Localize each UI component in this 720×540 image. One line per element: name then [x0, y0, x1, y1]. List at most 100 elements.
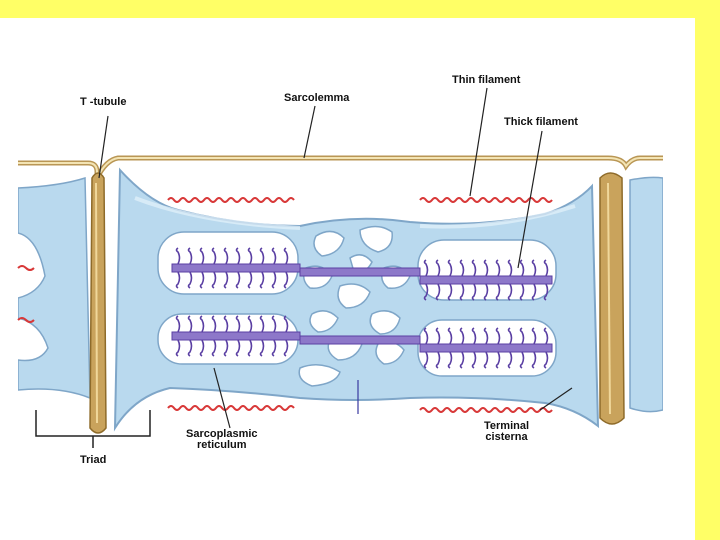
myosin-head	[447, 327, 453, 345]
myosin-head	[471, 327, 477, 345]
myosin-head	[459, 259, 465, 277]
myosin-head	[235, 315, 241, 333]
myosin-head	[459, 327, 465, 345]
myosin-head	[247, 271, 253, 289]
myosin-head	[423, 283, 429, 301]
thin-filament-strand	[167, 405, 295, 411]
myosin-head	[471, 351, 477, 369]
myosin-head	[495, 351, 501, 369]
myosin-head	[507, 327, 513, 345]
myosin-head	[223, 339, 229, 357]
myosin-head	[543, 351, 549, 369]
myosin-head	[199, 315, 205, 333]
myosin-head	[259, 271, 265, 289]
myosin-head	[531, 283, 537, 301]
myosin-head	[283, 271, 289, 289]
thick-filament-bars-center	[299, 267, 421, 345]
label-sarcoplasmic-reticulum: Sarcoplasmic reticulum	[186, 428, 258, 451]
myosin-head	[519, 259, 525, 277]
myosin-head	[531, 259, 537, 277]
myosin-head	[211, 271, 217, 289]
thin-filament-strand	[419, 407, 553, 413]
myosin-head	[259, 339, 265, 357]
myosin-head	[495, 259, 501, 277]
myosin-head	[483, 283, 489, 301]
label-thick-filament: Thick filament	[504, 116, 578, 128]
right-reticulum	[629, 176, 663, 413]
myosin-head	[235, 247, 241, 265]
thick-filament-bar	[419, 275, 553, 285]
label-thin-filament: Thin filament	[452, 74, 521, 86]
myosin-head	[223, 271, 229, 289]
thin-filament-strand	[167, 197, 295, 203]
myosin-head	[423, 327, 429, 345]
myosin-head	[211, 247, 217, 265]
diagram-panel: T -tubule Sarcolemma Thin filament Thick…	[0, 18, 695, 540]
myosin-head	[211, 339, 217, 357]
myosin-head	[519, 327, 525, 345]
myosin-head	[175, 271, 181, 289]
myosin-head	[223, 247, 229, 265]
myosin-head	[283, 315, 289, 333]
myosin-head	[247, 339, 253, 357]
myosin-head	[435, 351, 441, 369]
myosin-head	[283, 339, 289, 357]
myosin-head	[447, 259, 453, 277]
myosin-head	[271, 247, 277, 265]
left-reticulum	[18, 176, 91, 400]
myosin-head	[283, 247, 289, 265]
thin-filament-strand	[419, 197, 553, 203]
triad-bracket	[35, 410, 151, 448]
myosin-head	[435, 283, 441, 301]
myosin-head	[495, 283, 501, 301]
myosin-head	[423, 259, 429, 277]
myosin-head	[259, 315, 265, 333]
myosin-head	[483, 351, 489, 369]
myosin-head	[223, 315, 229, 333]
label-terminal-cisterna: Terminal cisterna	[484, 420, 530, 443]
myosin-head	[435, 259, 441, 277]
left-thin-filament-stubs	[17, 265, 35, 323]
myosin-head	[271, 339, 277, 357]
myosin-head	[175, 315, 181, 333]
myosin-head	[175, 247, 181, 265]
myosin-head	[271, 271, 277, 289]
myosin-head	[435, 327, 441, 345]
myosin-head	[199, 247, 205, 265]
myosin-head	[187, 247, 193, 265]
myosin-head	[423, 351, 429, 369]
myosin-head	[543, 283, 549, 301]
t-tubule-left	[89, 172, 107, 434]
thick-filament-bar	[419, 343, 553, 353]
thick-filament-bar	[171, 331, 301, 341]
leader-lines	[98, 87, 573, 429]
myosin-head	[519, 351, 525, 369]
myosin-head	[199, 271, 205, 289]
myosin-head	[459, 351, 465, 369]
myosin-head	[187, 339, 193, 357]
myosin-head	[259, 247, 265, 265]
myosin-head	[495, 327, 501, 345]
myosin-head	[199, 339, 205, 357]
myosin-head	[271, 315, 277, 333]
myosin-head	[175, 339, 181, 357]
myosin-head	[247, 247, 253, 265]
t-tubule-right	[599, 172, 625, 425]
myosin-head	[471, 283, 477, 301]
thick-filament-bar	[171, 263, 301, 273]
myosin-head	[483, 259, 489, 277]
sarcolemma-membrane	[18, 155, 663, 180]
myosin-head	[471, 259, 477, 277]
myosin-head	[447, 351, 453, 369]
myosin-head	[211, 315, 217, 333]
label-sarcolemma: Sarcolemma	[284, 92, 350, 104]
myosin-head	[483, 327, 489, 345]
muscle-fiber-diagram	[17, 87, 663, 448]
myosin-head	[543, 327, 549, 345]
myosin-head	[507, 351, 513, 369]
myosin-head	[235, 271, 241, 289]
myosin-head	[531, 351, 537, 369]
myosin-head	[507, 283, 513, 301]
myosin-head	[187, 315, 193, 333]
